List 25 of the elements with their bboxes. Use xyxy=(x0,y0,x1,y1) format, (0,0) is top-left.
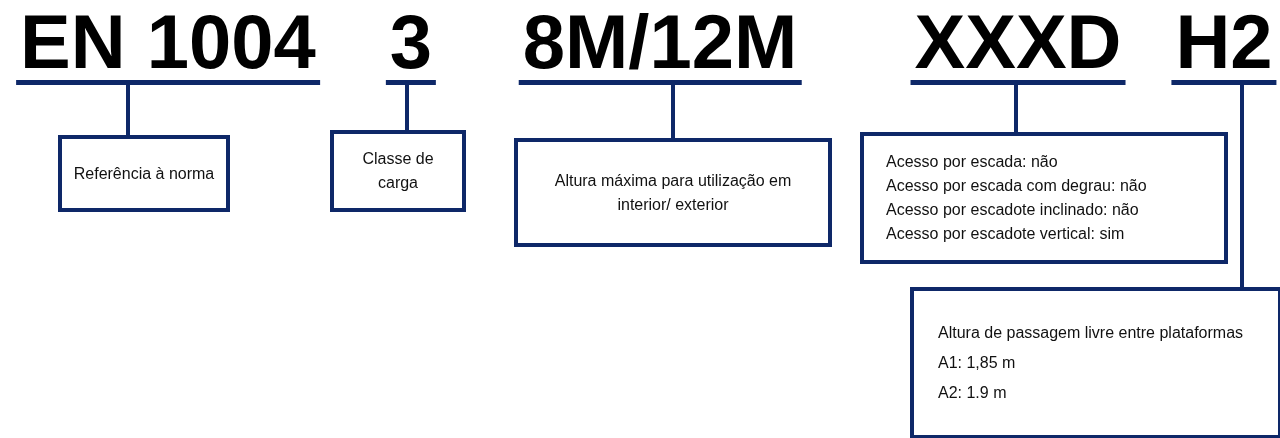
description-text: Acesso por escadote vertical: sim xyxy=(886,224,1126,244)
description-text: Classe de carga xyxy=(361,149,435,193)
code-segment: XXXD xyxy=(910,4,1126,85)
description-text: Altura de passagem livre entre plataformas xyxy=(938,323,1245,343)
description-text: Referência à norma xyxy=(72,163,216,184)
description-text: Altura máxima para utilização em interior/ exterior xyxy=(553,170,793,215)
leader-line xyxy=(671,85,675,138)
description-text: Acesso por escada com degrau: não xyxy=(886,176,1148,196)
description-text: A2: 1.9 m xyxy=(938,383,1008,403)
description-box xyxy=(514,138,832,247)
leader-line xyxy=(1240,85,1244,287)
code-segment: EN 1004 xyxy=(16,4,320,85)
leader-line xyxy=(126,85,130,135)
description-box xyxy=(860,132,1228,264)
description-text: Acesso por escadote inclinado: não xyxy=(886,200,1140,220)
description-box xyxy=(58,135,230,212)
leader-line xyxy=(1014,85,1018,132)
description-box xyxy=(910,287,1280,438)
code-segment: 3 xyxy=(385,4,437,85)
description-text: Acesso por escada: não xyxy=(886,152,1059,172)
description-text: A1: 1,85 m xyxy=(938,353,1017,373)
description-box xyxy=(330,130,466,212)
code-segment: H2 xyxy=(1171,4,1277,85)
leader-line xyxy=(405,85,409,130)
code-segment: 8M/12M xyxy=(518,4,802,85)
